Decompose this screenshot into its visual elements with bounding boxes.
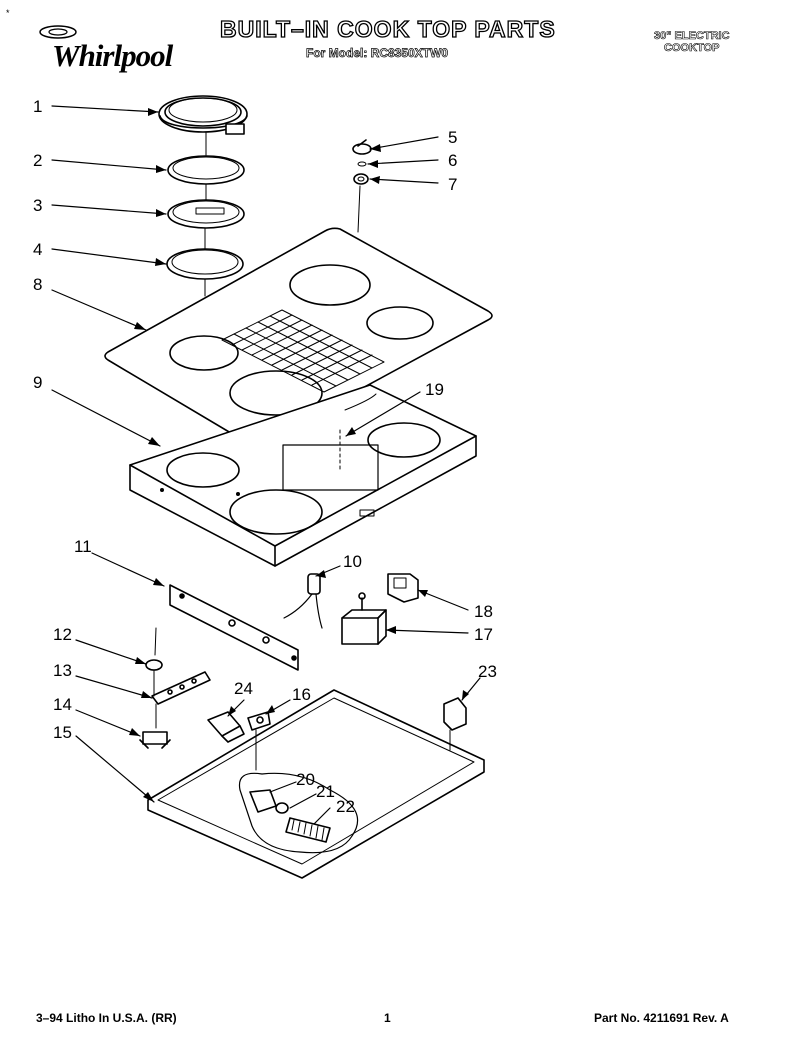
- label-part-7: 7: [448, 175, 457, 194]
- part-20-21-22-inset: [238, 772, 359, 854]
- label-part-11: 11: [74, 537, 92, 556]
- brand-name: Whirlpool: [52, 38, 173, 73]
- label-part-24: 24: [234, 679, 253, 698]
- label-part-12: 12: [53, 625, 72, 644]
- label-part-13: 13: [53, 661, 72, 680]
- part-18-clip: [387, 573, 419, 603]
- part-15-bottom-frame: [147, 689, 485, 879]
- label-part-10: 10: [343, 552, 362, 571]
- part-12-13-14-sensor-group: [139, 627, 211, 749]
- part-1-element: [158, 95, 248, 135]
- part-11-bracket-bar: [169, 584, 299, 671]
- label-part-2: 2: [33, 151, 42, 170]
- part-number-labels: 1 2 3 4 5 6 7 8 9 10 11 12 13 14 15 16 1…: [33, 97, 497, 816]
- label-part-17: 17: [474, 625, 493, 644]
- part-8-glass-top: [104, 227, 493, 445]
- part-2-ring: [167, 131, 245, 185]
- logo-emblem-icon: [39, 25, 77, 39]
- page-title: BUILT–IN COOK TOP PARTS: [219, 15, 556, 42]
- product-type: 30" ELECTRIC COOKTOP: [654, 30, 730, 55]
- part-4-ring: [166, 227, 244, 297]
- label-part-16: 16: [292, 685, 311, 704]
- product-line-2: COOKTOP: [664, 42, 720, 55]
- leader-arrowheads: [129, 108, 469, 802]
- label-part-1: 1: [33, 97, 42, 116]
- label-part-4: 4: [33, 240, 42, 259]
- product-line-1: 30" ELECTRIC: [654, 30, 730, 43]
- label-part-15: 15: [53, 723, 72, 742]
- label-part-22: 22: [336, 797, 355, 816]
- label-part-18: 18: [474, 602, 493, 621]
- part-17-switch: [341, 592, 387, 645]
- footer-part-number: Part No. 4211691 Rev. A: [594, 1011, 729, 1025]
- label-part-23: 23: [478, 662, 497, 681]
- part-24-16-brackets: [207, 711, 271, 771]
- label-part-19: 19: [425, 380, 444, 399]
- part-10-wire-lead: [283, 573, 323, 629]
- corner-mark: *: [6, 8, 10, 18]
- label-part-3: 3: [33, 196, 42, 215]
- part-9-cooktop-body: [129, 384, 477, 567]
- label-part-9: 9: [33, 373, 42, 392]
- footer-litho: 3–94 Litho In U.S.A. (RR): [36, 1011, 177, 1025]
- whirlpool-logo: Whirlpool: [34, 24, 184, 76]
- label-part-14: 14: [53, 695, 72, 714]
- label-part-8: 8: [33, 275, 42, 294]
- label-part-5: 5: [448, 128, 457, 147]
- model-line: For Model: RC8350XTW0: [306, 46, 449, 61]
- part-3-bracket-ring: [167, 183, 245, 229]
- part-23-bracket: [443, 697, 467, 751]
- leader-lines: [51, 105, 481, 825]
- label-part-20: 20: [296, 770, 315, 789]
- label-part-6: 6: [448, 151, 457, 170]
- part-5-6-7-hardware: [352, 139, 372, 233]
- footer-page-number: 1: [384, 1011, 391, 1025]
- label-part-21: 21: [316, 782, 335, 801]
